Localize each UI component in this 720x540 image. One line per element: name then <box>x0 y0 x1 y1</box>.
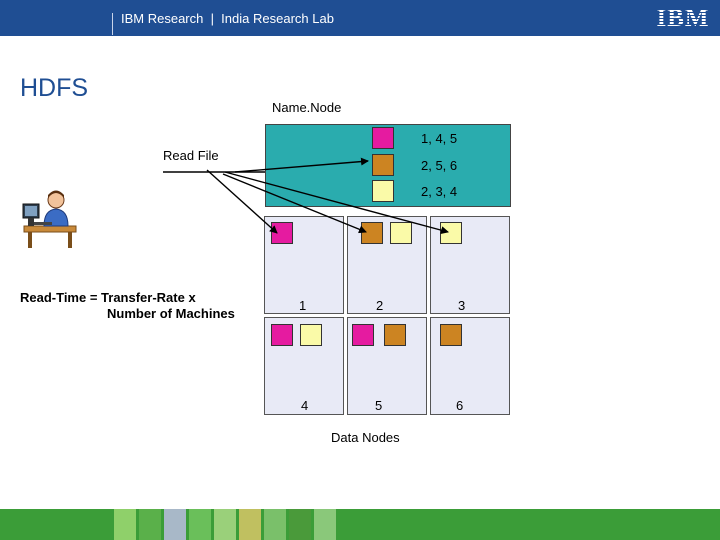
arrow-to-datanode-1-block <box>207 170 277 233</box>
arrow-to-datanode-3-block <box>225 172 448 232</box>
footer-image-tile <box>289 509 311 540</box>
footer-image-tile <box>214 509 236 540</box>
footer-image-tile <box>114 509 136 540</box>
footer-bar <box>0 509 720 540</box>
footer-image-tile <box>189 509 211 540</box>
footer-image-tile <box>139 509 161 540</box>
footer-image-tile <box>164 509 186 540</box>
footer-image-tile <box>314 509 336 540</box>
arrow-to-namenode <box>235 161 368 172</box>
footer-image-tile <box>264 509 286 540</box>
footer-image-tile <box>239 509 261 540</box>
